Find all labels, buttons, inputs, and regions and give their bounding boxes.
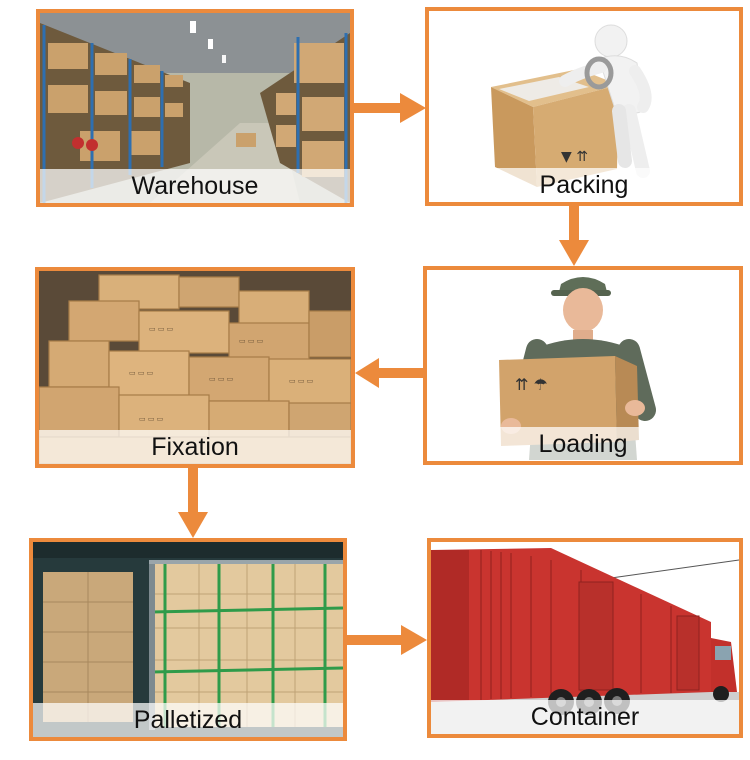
svg-text:▭ ▭ ▭: ▭ ▭ ▭ [209,375,233,383]
step-label-packing: Packing [429,168,739,202]
svg-text:▭ ▭ ▭: ▭ ▭ ▭ [289,377,313,385]
arrow-loading-to-fixation [355,358,423,388]
step-label-palletized: Palletized [33,703,343,737]
step-label-container: Container [431,700,739,734]
svg-text:▭ ▭ ▭: ▭ ▭ ▭ [239,337,263,345]
step-label-fixation: Fixation [39,430,351,464]
arrow-fixation-to-palletized [178,468,208,538]
step-label-warehouse: Warehouse [40,169,350,203]
svg-text:⇈ ☂: ⇈ ☂ [515,375,548,394]
arrow-warehouse-to-packing [354,93,426,123]
step-label-loading: Loading [427,427,739,461]
svg-text:▭ ▭ ▭: ▭ ▭ ▭ [129,369,153,377]
step-fixation: ▭ ▭ ▭ ▭ ▭ ▭ ▭ ▭ ▭ ▭ ▭ ▭ ▭ ▭ ▭ ▭ ▭ ▭ Fixatio… [35,267,355,468]
step-packing: ▼ ⇈ Packing [425,7,743,206]
step-loading: ⇈ ☂ Loading [423,266,743,465]
step-palletized: Palletized [29,538,347,741]
stacked-cartons-photo: ▭ ▭ ▭ ▭ ▭ ▭ ▭ ▭ ▭ ▭ ▭ ▭ ▭ ▭ ▭ ▭ ▭ ▭ [39,271,351,464]
svg-text:▭ ▭ ▭: ▭ ▭ ▭ [149,325,173,333]
step-warehouse: Warehouse [36,9,354,207]
arrow-packing-to-loading [559,206,589,266]
warehouse-shelves-photo [40,13,350,203]
svg-text:▼ ⇈: ▼ ⇈ [561,149,588,165]
arrow-palletized-to-container [347,625,427,655]
svg-text:▭ ▭ ▭: ▭ ▭ ▭ [139,415,163,423]
step-container: Container [427,538,743,738]
